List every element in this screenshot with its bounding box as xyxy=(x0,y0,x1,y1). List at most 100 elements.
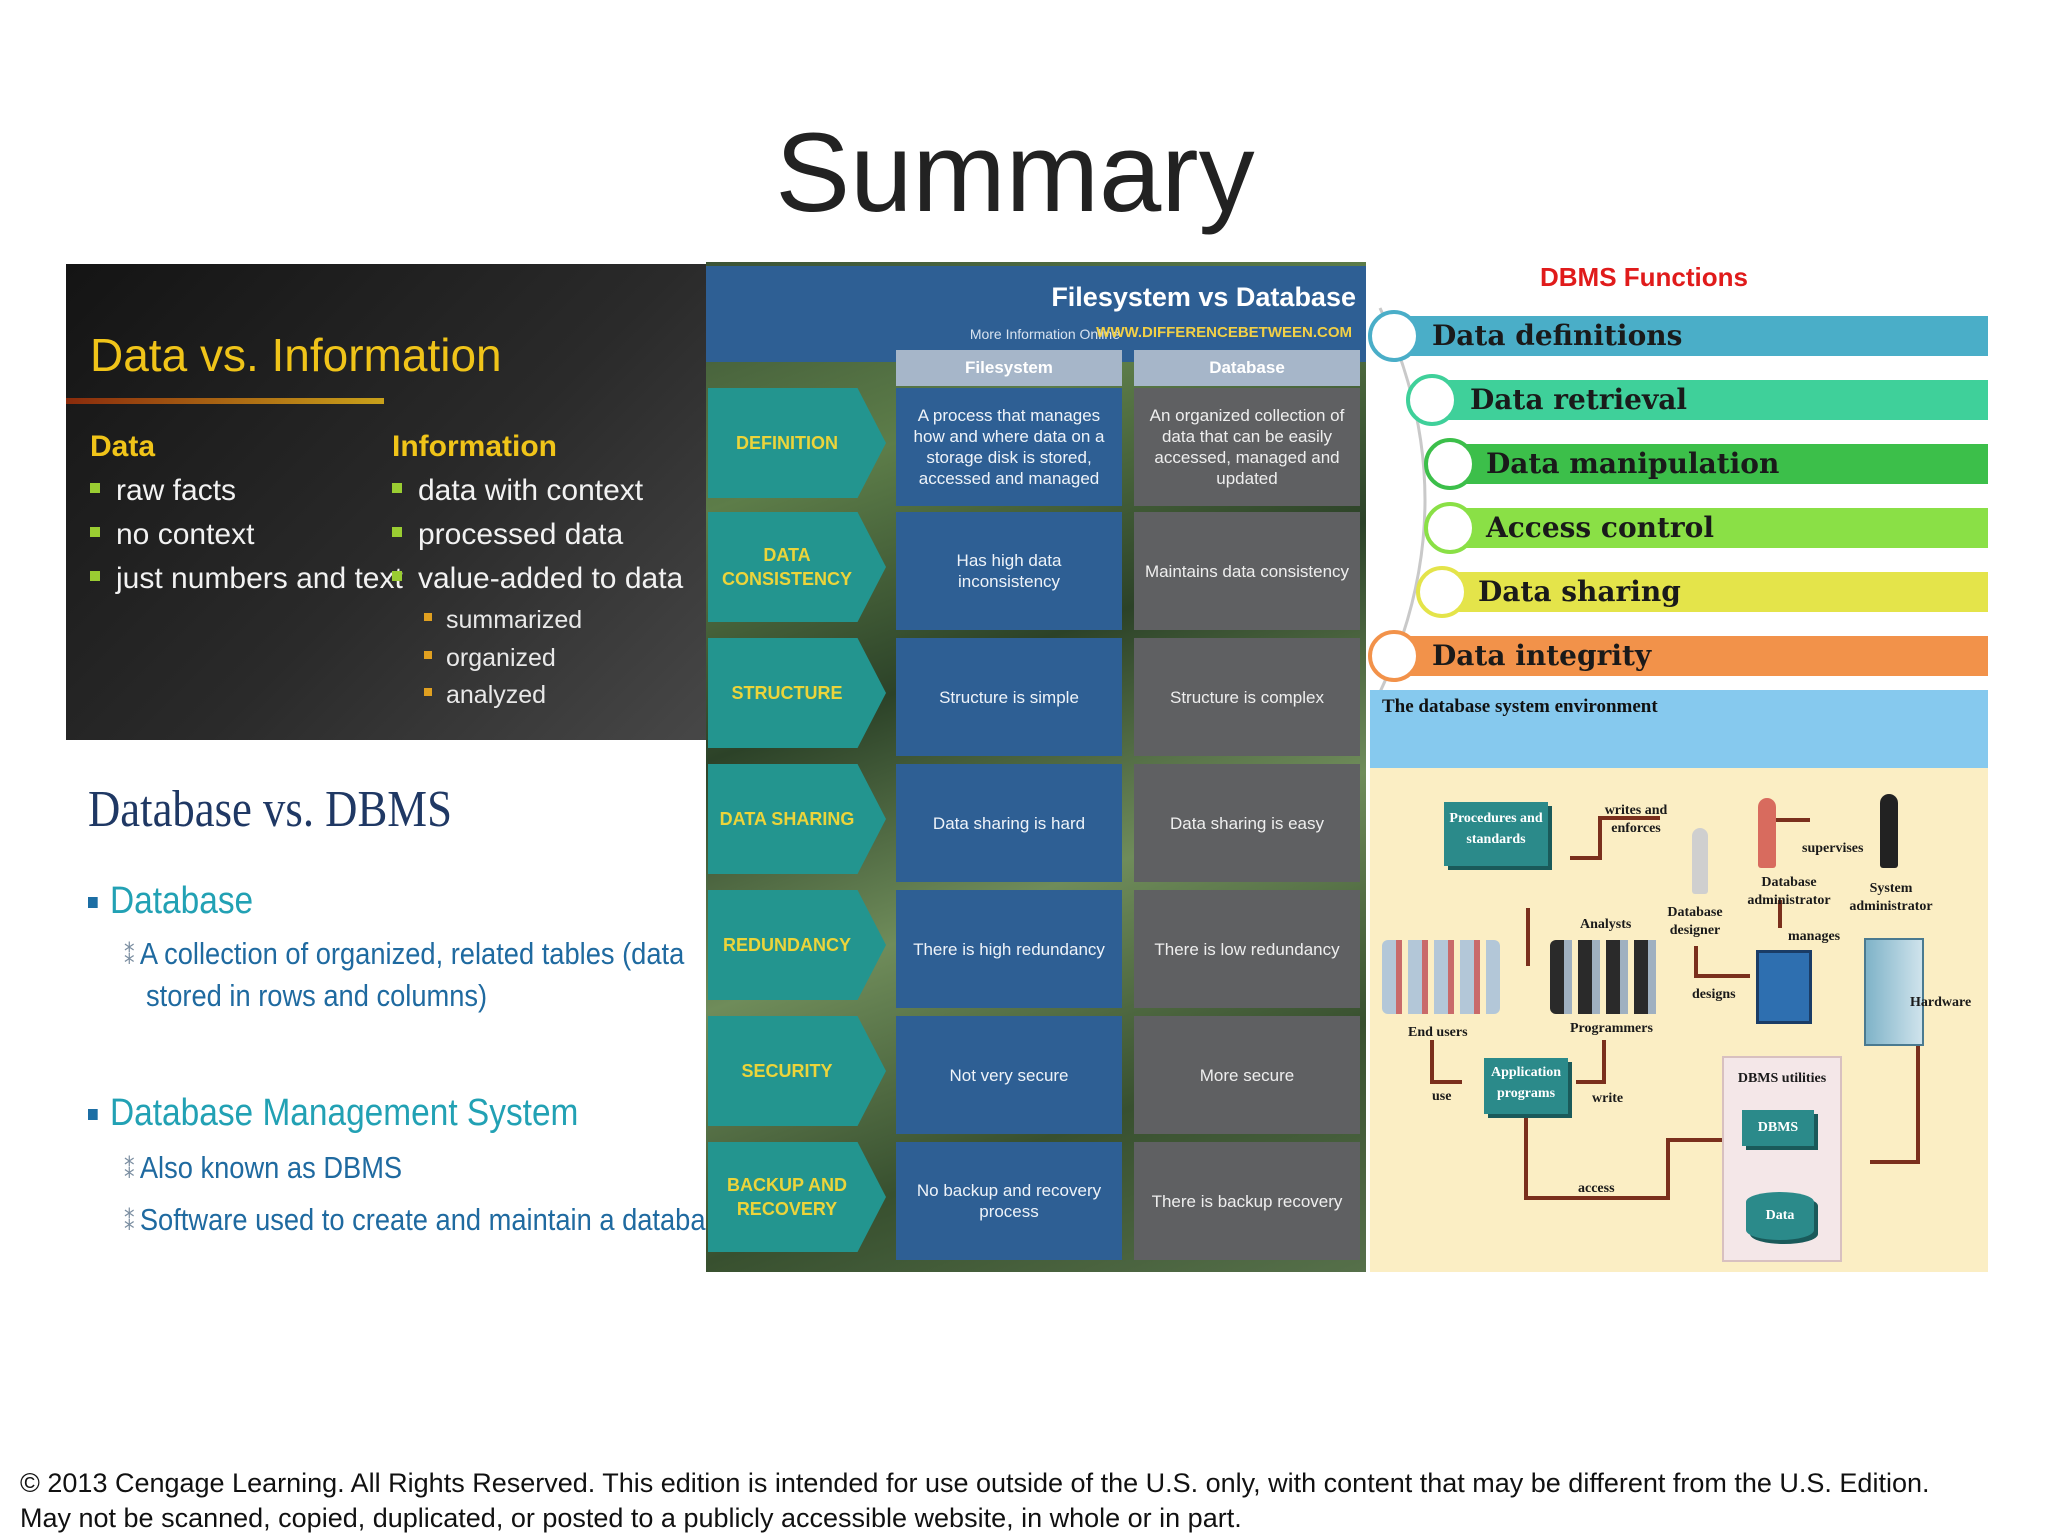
environment-title: The database system environment xyxy=(1382,696,1658,717)
information-heading: Information xyxy=(392,430,557,463)
filesystem-cell: Not very secure xyxy=(896,1016,1122,1134)
bullet-square-icon xyxy=(424,613,432,622)
filesystem-cell: No backup and recovery process xyxy=(896,1142,1122,1260)
column-header-filesystem: Filesystem xyxy=(896,350,1122,386)
database-definition-line2: stored in rows and columns) xyxy=(146,978,488,1013)
dbms-function-bar: Data retrieval xyxy=(1446,380,1988,420)
row-label-data-sharing: DATA SHARING xyxy=(708,764,886,874)
dbms-aka: ⁑Also known as DBMS xyxy=(124,1150,403,1185)
database-cell: Maintains data consistency xyxy=(1134,512,1360,630)
row-label-data-consistency: DATA CONSISTENCY xyxy=(708,512,886,622)
copyright-line2: May not be scanned, copied, duplicated, … xyxy=(20,1503,1242,1533)
computer-icon xyxy=(1756,950,1812,1024)
function-circle-icon xyxy=(1406,374,1458,426)
dbms-definition: ⁑Software used to create and maintain a … xyxy=(124,1202,735,1237)
function-circle-icon xyxy=(1424,502,1476,554)
database-designer-figure-icon xyxy=(1692,828,1708,894)
row-label-redundancy: REDUNDANCY xyxy=(708,890,886,1000)
dbms-function-bar: Data manipulation xyxy=(1462,444,1988,484)
designs-label: designs xyxy=(1692,987,1736,1002)
filesystem-cell: A process that manages how and where dat… xyxy=(896,388,1122,506)
programmers-figures-icon xyxy=(1550,940,1662,1014)
database-cell: Structure is complex xyxy=(1134,638,1360,756)
dbms-function-bar: Data integrity xyxy=(1408,636,1988,676)
supervises-label: supervises xyxy=(1802,841,1864,856)
bullet-square-icon xyxy=(392,571,402,582)
sub-bullet-icon: ⁑ xyxy=(124,1157,135,1184)
row-label-security: SECURITY xyxy=(708,1016,886,1126)
data-item: just numbers and text xyxy=(90,562,403,596)
database-cell: There is backup recovery xyxy=(1134,1142,1360,1260)
end-users-figures-icon xyxy=(1382,940,1500,1014)
environment-title-bar: The database system environment xyxy=(1370,690,1988,768)
database-bullet: Database xyxy=(88,880,253,923)
hardware-label: Hardware xyxy=(1910,995,1972,1010)
system-administrator-figure-icon xyxy=(1880,794,1898,868)
dbms-functions-title: DBMS Functions xyxy=(1540,262,1748,292)
function-circle-icon xyxy=(1416,566,1468,618)
sub-bullet-icon: ⁑ xyxy=(124,943,135,970)
information-subitem: analyzed xyxy=(424,681,546,710)
comparison-title: Filesystem vs Database xyxy=(1051,282,1356,312)
row-label-definition: DEFINITION xyxy=(708,388,886,498)
dbms-utilities-container: DBMS utilities DBMS Data xyxy=(1722,1056,1842,1262)
information-item: processed data xyxy=(392,518,623,552)
filesystem-vs-database-panel: Filesystem vs Database More Information … xyxy=(706,262,1366,1272)
bullet-square-icon xyxy=(90,483,100,494)
database-cell: More secure xyxy=(1134,1016,1360,1134)
database-administrator-label: Database administrator xyxy=(1747,875,1831,908)
filesystem-cell: There is high redundancy xyxy=(896,890,1122,1008)
source-url[interactable]: WWW.DIFFERENCEBETWEEN.COM xyxy=(1096,324,1352,341)
database-designer-label: Database designer xyxy=(1667,905,1723,938)
title-underline xyxy=(66,398,384,404)
database-cell: There is low redundancy xyxy=(1134,890,1360,1008)
data-vs-information-title: Data vs. Information xyxy=(90,329,502,381)
information-subitem: organized xyxy=(424,644,556,673)
database-definition-line1: ⁑A collection of organized, related tabl… xyxy=(124,936,685,971)
function-circle-icon xyxy=(1368,310,1420,362)
information-item: data with context xyxy=(392,474,643,508)
bullet-square-icon xyxy=(90,527,100,538)
sub-bullet-icon: ⁑ xyxy=(124,1209,135,1236)
database-cell: Data sharing is easy xyxy=(1134,764,1360,882)
manages-label: manages xyxy=(1788,929,1841,944)
filesystem-cell: Structure is simple xyxy=(896,638,1122,756)
slide-title: Summary xyxy=(775,110,1255,235)
analysts-label: Analysts xyxy=(1580,917,1632,932)
dbms-function-bar: Data sharing xyxy=(1454,572,1988,612)
programmers-label: Programmers xyxy=(1570,1021,1653,1036)
dbms-function-bar: Data definitions xyxy=(1408,316,1988,356)
bullet-square-icon xyxy=(90,571,100,582)
system-administrator-label: System administrator xyxy=(1849,881,1933,914)
database-administrator-figure-icon xyxy=(1758,798,1776,868)
column-header-database: Database xyxy=(1134,350,1360,386)
application-programs-box: Application programs xyxy=(1484,1058,1568,1114)
row-label-structure: STRUCTURE xyxy=(708,638,886,748)
data-cylinder-icon: Data xyxy=(1746,1192,1814,1240)
database-environment-diagram: Procedures and standards writes and enfo… xyxy=(1370,768,1988,1272)
copyright-line1: © 2013 Cengage Learning. All Rights Rese… xyxy=(20,1468,1930,1498)
bullet-square-icon xyxy=(424,688,432,697)
bullet-square-icon xyxy=(424,651,432,660)
row-label-backup-and-recovery: BACKUP AND RECOVERY xyxy=(708,1142,886,1252)
dbms-box: DBMS xyxy=(1742,1110,1814,1146)
use-label: use xyxy=(1432,1089,1452,1104)
function-circle-icon xyxy=(1424,438,1476,490)
information-subitem: summarized xyxy=(424,606,582,635)
write-label: write xyxy=(1592,1091,1624,1106)
dbms-utilities-label: DBMS utilities xyxy=(1737,1071,1827,1086)
filesystem-cell: Data sharing is hard xyxy=(896,764,1122,882)
database-vs-dbms-title: Database vs. DBMS xyxy=(88,781,452,838)
bullet-square-icon xyxy=(88,897,98,909)
function-circle-icon xyxy=(1368,630,1420,682)
information-item: value-added to data xyxy=(392,562,683,596)
environment-connectors xyxy=(1430,816,1920,1200)
data-item: raw facts xyxy=(90,474,236,508)
data-heading: Data xyxy=(90,430,156,463)
database-cell: An organized collection of data that can… xyxy=(1134,388,1360,506)
hardware-server-icon xyxy=(1864,938,1924,1046)
more-info-text: More Information Online xyxy=(969,326,1120,342)
data-item: no context xyxy=(90,518,254,552)
bullet-square-icon xyxy=(392,527,402,538)
bullet-square-icon xyxy=(392,483,402,494)
